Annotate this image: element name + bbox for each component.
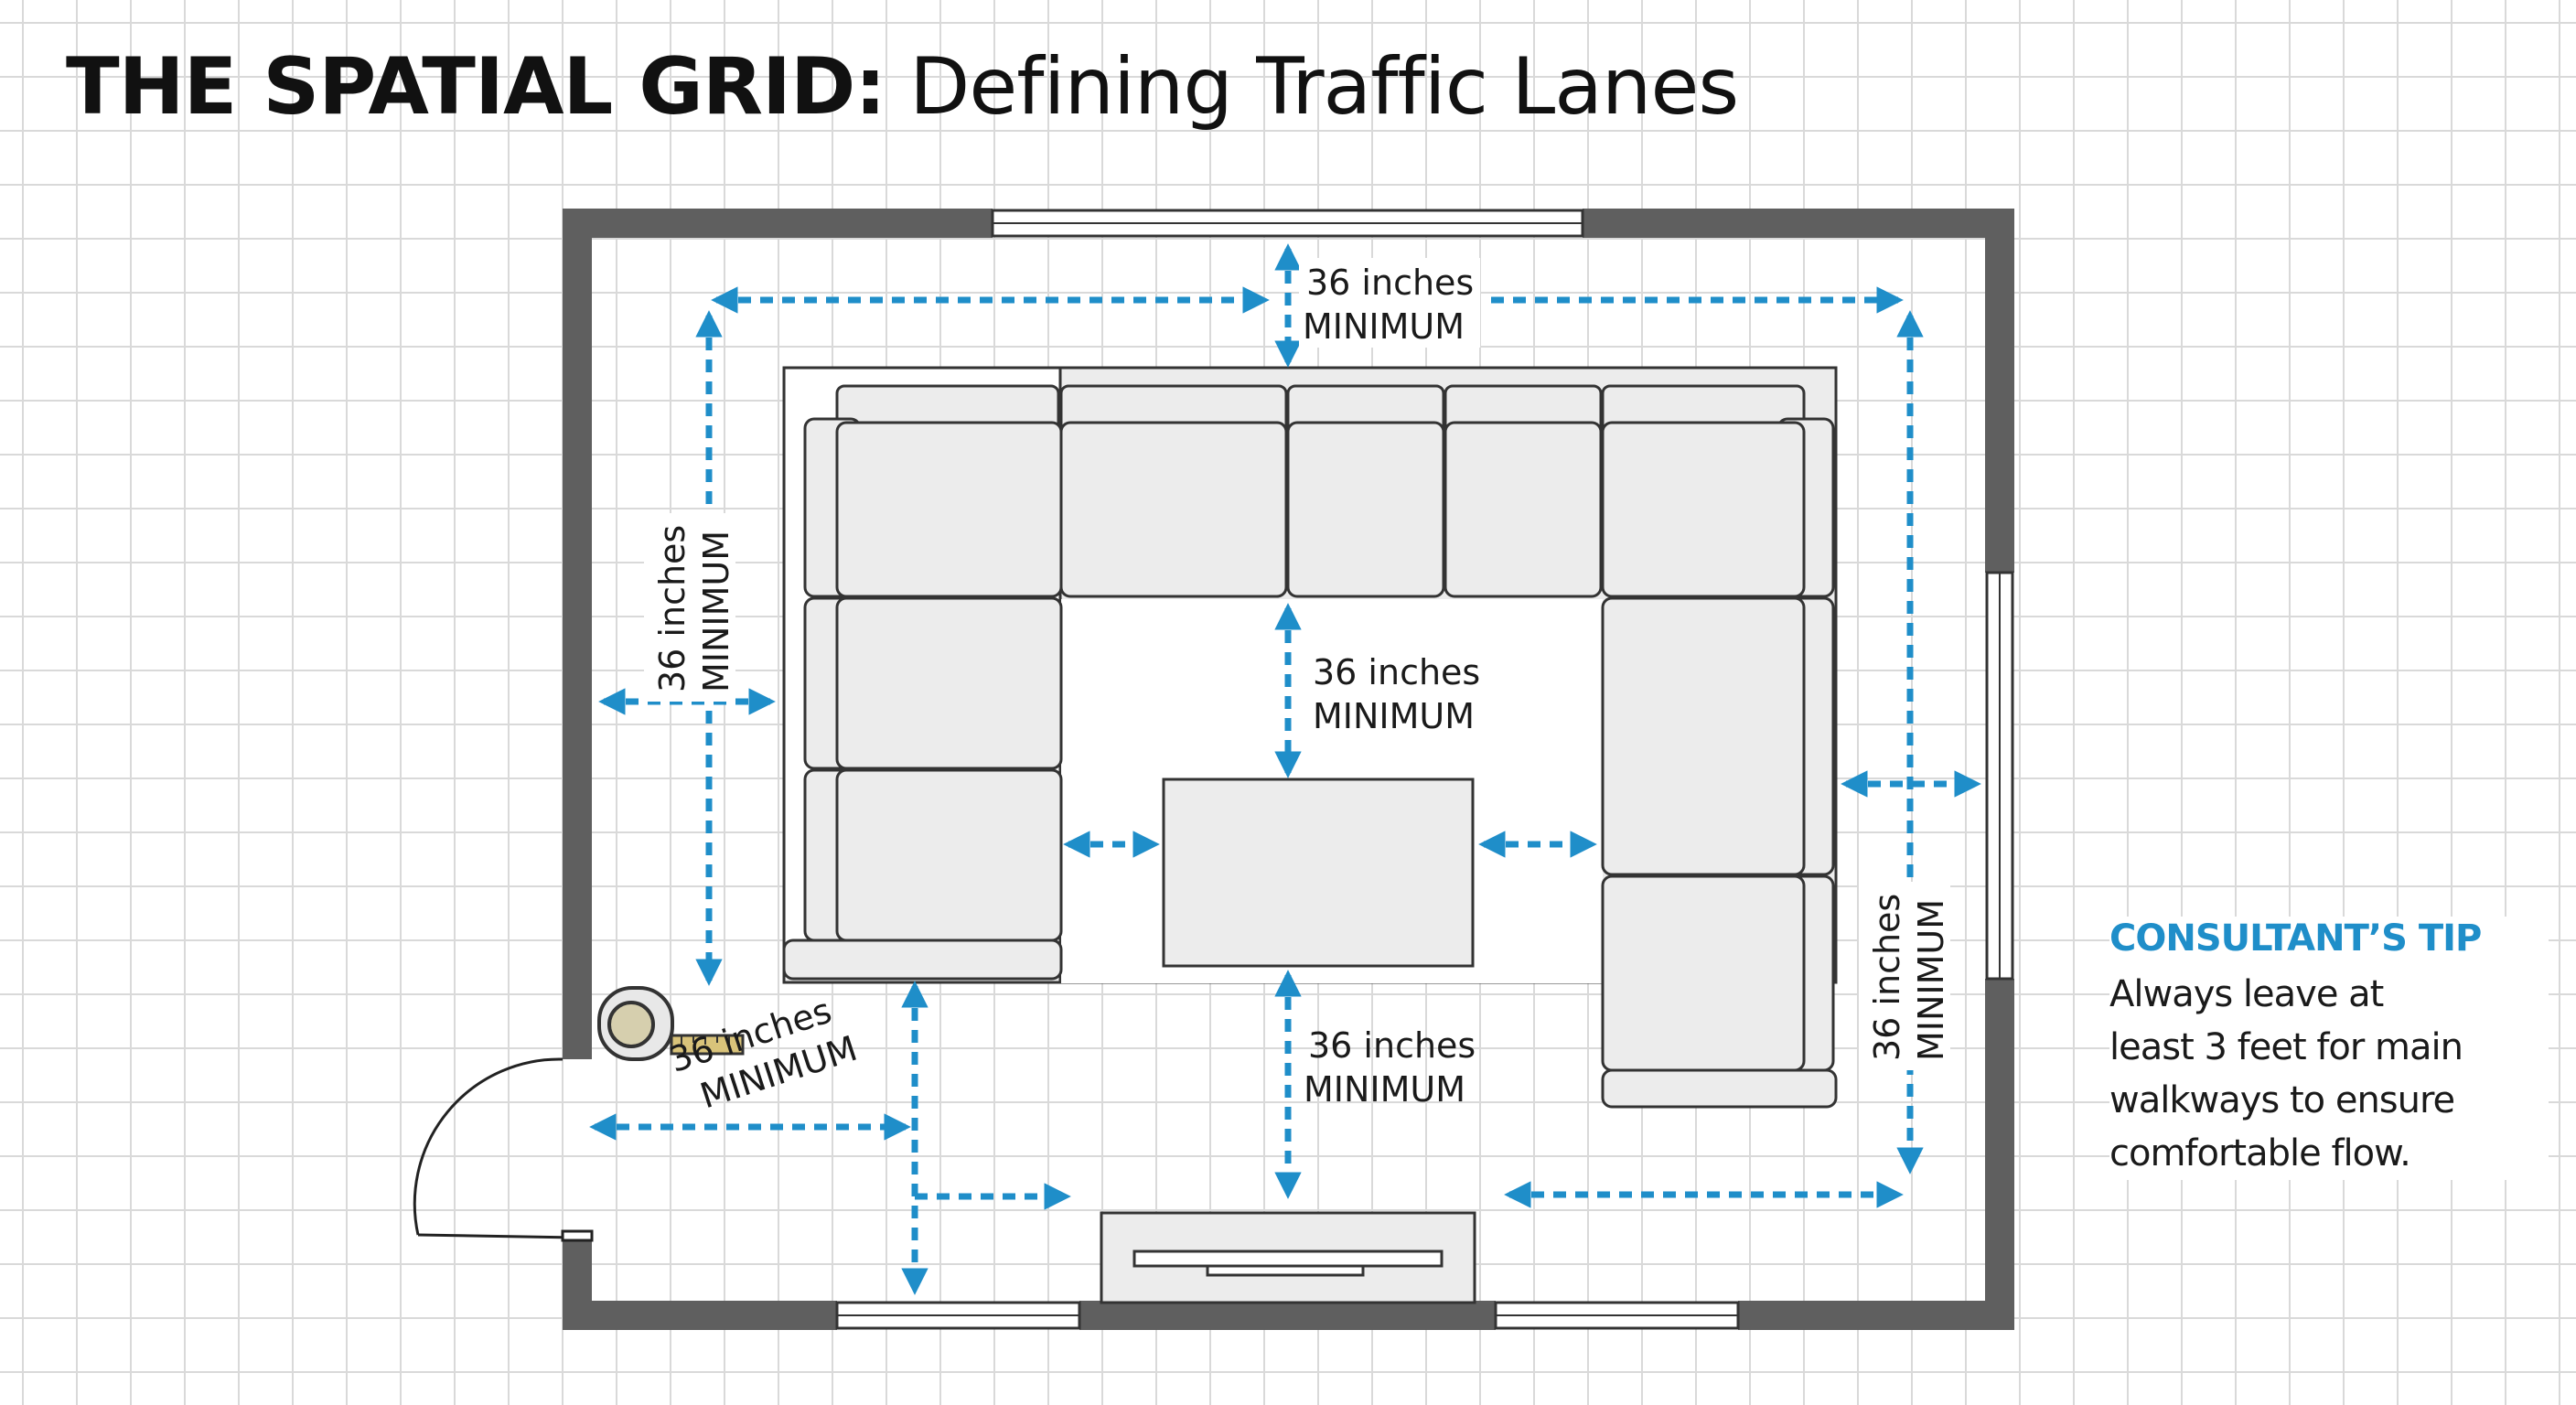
coffee-table [1162,778,1475,968]
label-right-line1: 36 inches [1867,894,1907,1061]
windows [835,209,2014,1330]
label-center-bottom-line1: 36 inches [1308,1025,1476,1066]
door [413,1057,594,1242]
sofa-arm-right [1601,1068,1838,1109]
tape-measure-icon [597,986,745,1061]
tip-heading: CONSULTANT’S TIP [2109,917,2482,960]
wall-top-left [563,209,993,238]
label-center-top-line2: MINIMUM [1313,696,1475,736]
label-top-line2: MINIMUM [1303,306,1465,347]
title-bold: THE SPATIAL GRID: [66,41,886,133]
label-left-line2: MINIMUM [696,531,736,692]
tip-line: least 3 feet for main [2109,1026,2463,1068]
wall-bottom-middle [1079,1301,1496,1330]
label-right-line2: MINIMUM [1911,899,1951,1061]
media-console [1100,1211,1476,1304]
tv [1132,1249,1444,1268]
consultant-tip: CONSULTANT’S TIP Always leave at least 3… [2109,917,2549,1180]
door-swing [413,1057,564,1236]
label-left-line1: 36 inches [652,525,692,692]
title-subtitle: Defining Traffic Lanes [909,41,1739,133]
page-title: THE SPATIAL GRID: Defining Traffic Lanes [66,48,1739,126]
tip-line: walkways to ensure [2109,1079,2455,1121]
tip-line: comfortable flow. [2109,1132,2411,1174]
label-top-line1: 36 inches [1306,263,1474,303]
label-center-top-line1: 36 inches [1313,652,1480,692]
room-walls [563,209,2014,1330]
dimension-labels: 36 inches MINIMUM 36 inches MINIMUM 36 i… [644,258,1951,1116]
wall-bottom-right [1738,1301,2014,1330]
wall-right-lower [1985,979,2014,1330]
tip-body: Always leave at least 3 feet for main wa… [2109,968,2549,1180]
sofa-arm-left [782,938,1063,981]
wall-left-upper [563,209,592,1059]
wall-bottom-left [563,1301,837,1330]
tip-line: Always leave at [2109,973,2384,1015]
wall-right-upper [1985,209,2014,573]
wall-top-right [1583,209,2014,238]
label-center-bottom-line2: MINIMUM [1304,1069,1465,1110]
